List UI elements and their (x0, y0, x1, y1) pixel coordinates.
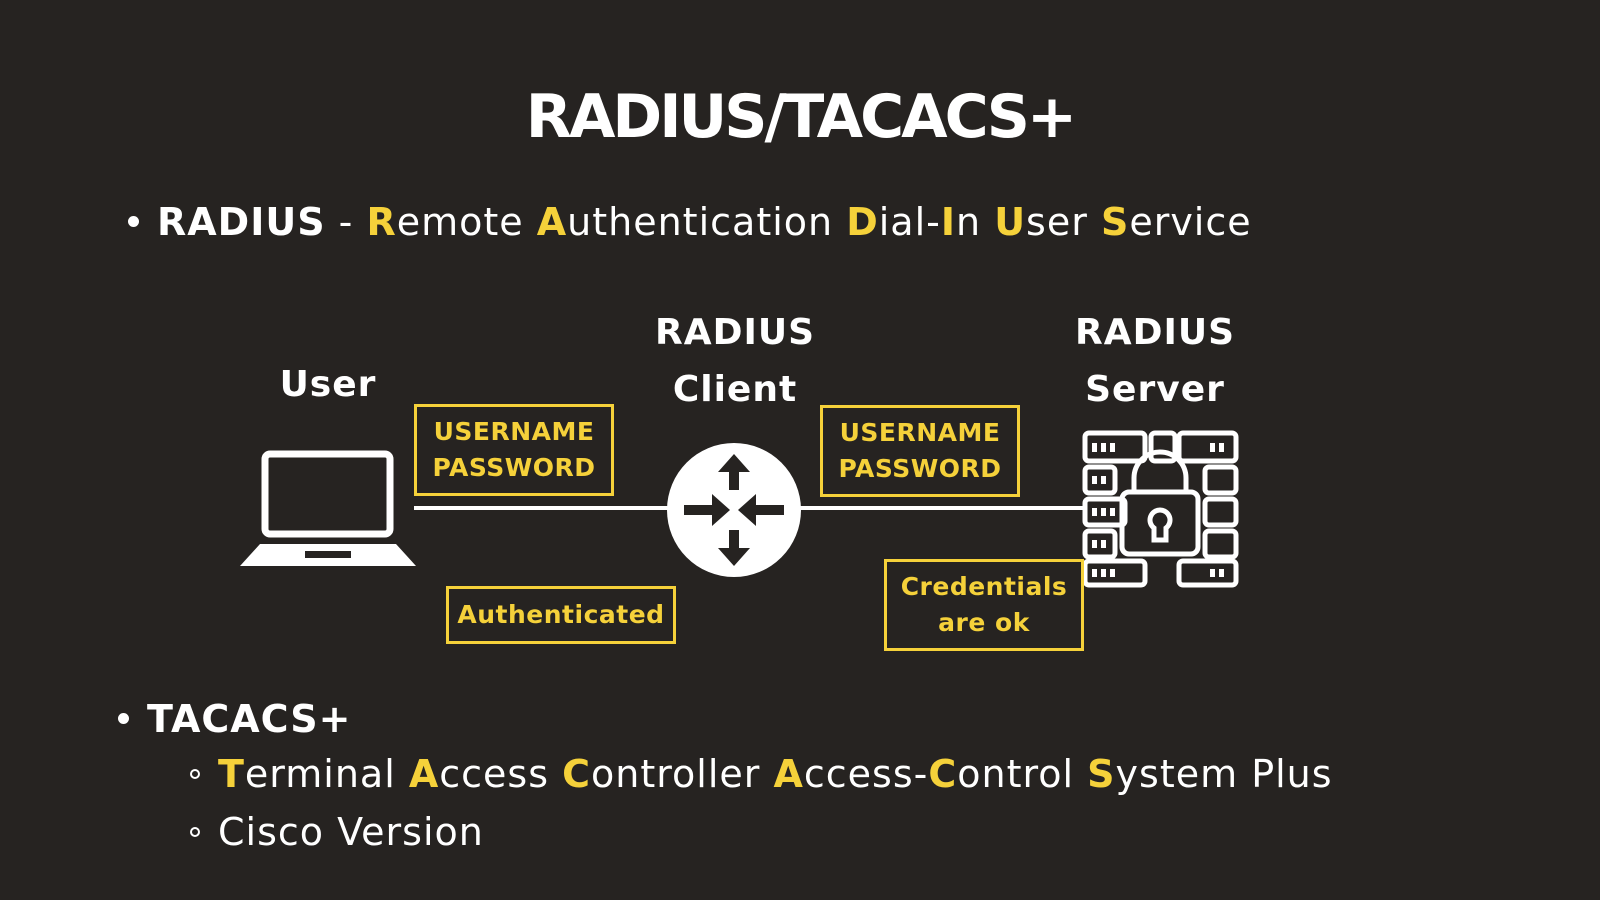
server-label-line1: RADIUS (1074, 312, 1236, 353)
box-right-line1: USERNAME (839, 418, 1001, 447)
acronym-letter: I (940, 200, 957, 244)
link-user-client (414, 506, 672, 510)
acronym-letter: T (218, 752, 245, 796)
credentials-box-user-to-client: USERNAME PASSWORD (414, 404, 614, 496)
page-title: RADIUS/TACACS+ (525, 82, 1077, 152)
radius-term: RADIUS (157, 200, 326, 244)
acronym-word-rest: emote (396, 200, 537, 244)
authenticated-box: Authenticated (446, 586, 676, 644)
acronym-letter: S (1087, 752, 1116, 796)
acronym-word-rest: ervice (1129, 200, 1252, 244)
credentials-ok-line1: Credentials (900, 572, 1068, 601)
credentials-ok-line2: are ok (938, 608, 1030, 637)
box-right-line2: PASSWORD (838, 454, 1002, 483)
radius-server-label: RADIUS Server (1050, 304, 1260, 418)
tacacs-term: TACACS+ (147, 697, 352, 741)
acronym-word-rest: ser (1026, 200, 1101, 244)
acronym-word-rest: ccess (439, 752, 563, 796)
client-label-line2: Client (672, 369, 798, 410)
acronym-word-rest: ial- (878, 200, 941, 244)
client-label-line1: RADIUS (654, 312, 816, 353)
radius-client-label: RADIUS Client (630, 304, 840, 418)
acronym-word-rest: ontroller (591, 752, 774, 796)
router-icon (667, 443, 801, 577)
tacacs-bullet: TACACS+ (118, 697, 351, 741)
acronym-word-rest: erminal (244, 752, 409, 796)
laptop-icon (240, 450, 416, 566)
acronym-letter: C (562, 752, 591, 796)
firewall-lock-icon (1082, 430, 1239, 588)
tacacs-expansion: Terminal Access Controller Access-Contro… (218, 752, 1333, 796)
tacacs-sub-expansion: Terminal Access Controller Access-Contro… (190, 752, 1333, 796)
acronym-word-rest: ccess- (803, 752, 929, 796)
radius-expansion: Remote Authentication Dial-In User Servi… (366, 200, 1251, 244)
sub-bullet-ring (190, 826, 200, 837)
bullet-dot (128, 216, 139, 227)
sub-bullet-ring (190, 768, 200, 779)
server-label-line2: Server (1085, 369, 1225, 410)
tacacs-cisco-version: Cisco Version (218, 810, 484, 854)
credentials-box-client-to-server: USERNAME PASSWORD (820, 405, 1020, 497)
box-left-line2: PASSWORD (432, 453, 596, 482)
acronym-letter: U (994, 200, 1027, 244)
tacacs-sub-cisco: Cisco Version (190, 810, 484, 854)
link-client-server (798, 506, 1085, 510)
acronym-letter: C (928, 752, 958, 796)
user-label: User (279, 364, 377, 405)
acronym-word-rest: ystem Plus (1115, 752, 1333, 796)
acronym-letter: R (366, 200, 397, 244)
acronym-word-rest: ontrol (957, 752, 1088, 796)
radius-bullet: RADIUS - Remote Authentication Dial-In U… (128, 200, 1252, 244)
box-left-line1: USERNAME (433, 417, 595, 446)
radius-separator: - (325, 200, 367, 244)
acronym-letter: A (408, 752, 440, 796)
acronym-word-rest: uthentication (567, 200, 847, 244)
bullet-dot (118, 713, 129, 724)
acronym-letter: A (773, 752, 804, 796)
acronym-letter: A (536, 200, 568, 244)
credentials-ok-box: Credentials are ok (884, 559, 1084, 651)
acronym-word-rest: n (956, 200, 995, 244)
acronym-letter: S (1100, 200, 1130, 244)
authenticated-text: Authenticated (457, 600, 665, 629)
acronym-letter: D (846, 200, 879, 244)
